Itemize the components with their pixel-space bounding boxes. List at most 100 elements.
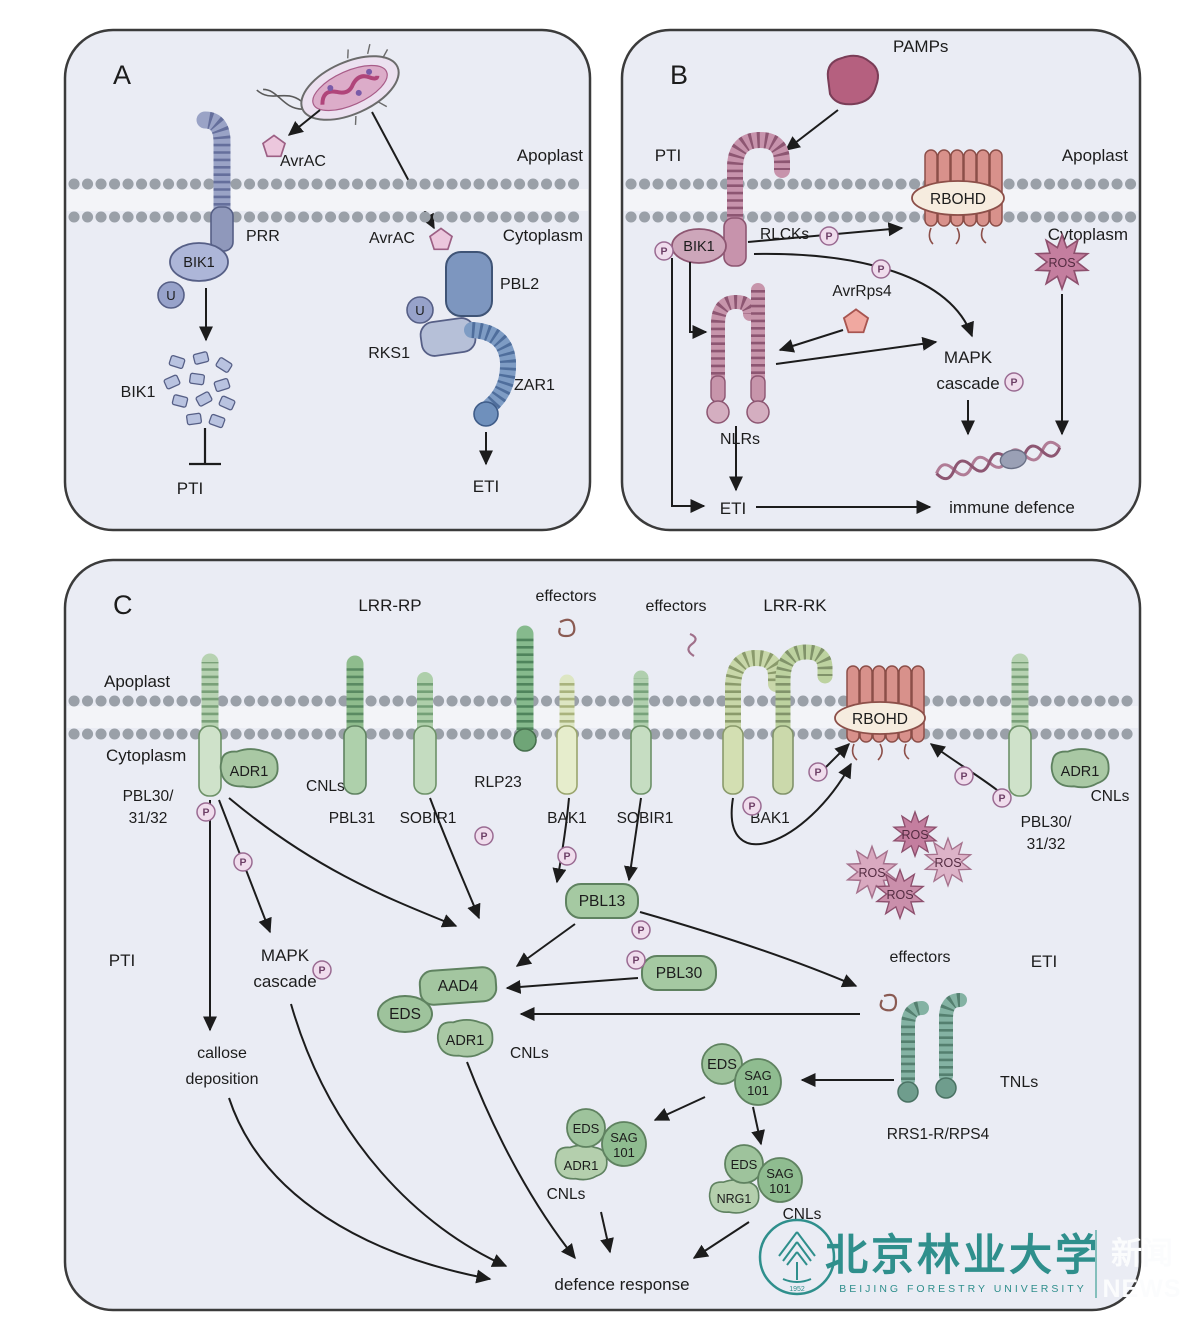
label-eti-c: ETI — [1031, 952, 1057, 971]
prr-receptor — [196, 111, 234, 252]
label-pbl13: PBL13 — [579, 893, 626, 910]
eds-sag101-adr1-complex: EDS SAG 101 ADR1 CNLs — [547, 1108, 647, 1203]
zar1-protein — [464, 322, 517, 427]
label-bik1: BIK1 — [183, 255, 214, 271]
rbohd-tails — [928, 227, 987, 245]
label-effectors-1: effectors — [535, 588, 596, 605]
phospho-label: P — [877, 264, 884, 276]
label-ubiquitin: U — [166, 288, 175, 303]
label-cnls-left: CNLs — [306, 778, 345, 795]
label-ros: ROS — [901, 828, 928, 842]
flagellum — [256, 89, 302, 102]
label-cytoplasm-b: Cytoplasm — [1048, 225, 1128, 244]
label-pbl2: PBL2 — [500, 276, 539, 293]
phospho-label: P — [563, 851, 570, 863]
ubiquitin-badge — [157, 281, 185, 309]
label-rlp23: RLP23 — [474, 774, 521, 791]
rbohd-tails — [851, 743, 910, 761]
label-ros: ROS — [886, 888, 913, 902]
label-rrs1-rps4: RRS1-R/RPS4 — [887, 1126, 990, 1143]
phospho-badge: P — [954, 766, 974, 786]
eds-sag101-complex-1: EDS SAG 101 — [701, 1043, 782, 1106]
effector-squiggle — [687, 632, 697, 657]
label-101: 101 — [747, 1083, 769, 1098]
label-adr1-left: ADR1 — [230, 764, 269, 780]
receptor-lrr-rk-1 — [722, 649, 784, 795]
label-immune-defence: immune defence — [949, 498, 1075, 517]
label-bak1-right: BAK1 — [750, 810, 790, 827]
label-eds: EDS — [707, 1057, 737, 1073]
membrane-b — [624, 178, 1138, 223]
arrow-sobir1-to-hub — [429, 797, 481, 920]
label-bik1-b: BIK1 — [683, 239, 714, 255]
label-cnls-hub: CNLs — [510, 1045, 549, 1062]
arrow-eds-to-adr1-cluster — [653, 1096, 706, 1121]
label-eti-a: ETI — [473, 477, 499, 496]
arrow-avrrps4-to-nlrs — [778, 329, 844, 353]
label-sag: SAG — [744, 1068, 771, 1083]
bacterium-illustration — [256, 43, 400, 125]
prr-receptor-b — [723, 131, 790, 267]
label-cnls-right: CNLs — [1091, 788, 1130, 805]
label-cytoplasm-c: Cytoplasm — [106, 746, 186, 765]
label-effectors-3: effectors — [889, 949, 950, 966]
label-nlrs: NLRs — [720, 431, 760, 448]
arrow-bik1-to-mapk — [753, 252, 974, 338]
phospho-label: P — [480, 831, 487, 843]
panel-c-letter: C — [113, 590, 133, 620]
label-pamps: PAMPs — [893, 37, 948, 56]
bacterium-dot — [355, 89, 362, 96]
receptor-pbl31 — [343, 655, 367, 795]
receptor-sobir1-left — [413, 672, 437, 795]
label-eti-b: ETI — [720, 499, 746, 518]
label-apoplast-c: Apoplast — [104, 672, 170, 691]
receptor-kinase-domain — [723, 217, 747, 267]
university-name-en: BEIJING FORESTRY UNIVERSITY — [839, 1283, 1086, 1295]
phospho-badge: P — [196, 802, 216, 822]
phospho-badge: P — [1004, 372, 1024, 392]
phospho-badge: P — [557, 846, 577, 866]
label-zar1: ZAR1 — [514, 377, 555, 394]
label-defence-response: defence response — [554, 1275, 689, 1294]
phospho-badge: P — [233, 852, 253, 872]
ubiquitin-badge — [406, 296, 434, 324]
bacterium-dot — [327, 85, 334, 92]
label-sobir1-left: SOBIR1 — [400, 810, 457, 827]
arrow-adr1-cluster-to-defence — [600, 1211, 614, 1254]
tree-icon — [778, 1231, 816, 1283]
label-rlcks: RLCKs — [760, 226, 809, 243]
rbohd-complex-c: RBOHD — [834, 665, 926, 761]
phospho-badge: P — [626, 950, 646, 970]
arrow-pbl30-to-aad4 — [505, 977, 639, 994]
label-sag: SAG — [610, 1130, 637, 1145]
arrow-pamps-to-receptor — [784, 109, 839, 151]
label-eds: EDS — [731, 1157, 758, 1172]
flagellum — [263, 88, 303, 110]
label-cnls: CNLs — [547, 1186, 586, 1203]
ros-cluster: ROS ROS ROS ROS — [846, 811, 972, 919]
label-pti-c: PTI — [109, 951, 135, 970]
label-ubiquitin: U — [415, 303, 424, 318]
dna-helix — [935, 440, 1062, 481]
label-cascade: cascade — [936, 374, 999, 393]
label-apoplast-a: Apoplast — [517, 146, 583, 165]
label-pti-b: PTI — [655, 146, 681, 165]
panel-c: C LRR-RP effectors effectors LRR-RK Apop… — [63, 558, 1142, 1312]
receptor-bak1-left — [556, 674, 578, 795]
label-pbl30-left-2: 31/32 — [129, 810, 168, 827]
label-avrac-right: AvrAC — [369, 230, 415, 247]
pbl30-protein — [641, 955, 717, 991]
arrow-pbl13-to-aad4 — [515, 923, 576, 967]
label-rbohd-b: RBOHD — [930, 191, 986, 208]
label-aad4: AAD4 — [438, 978, 479, 995]
membrane-core — [67, 189, 588, 211]
panel-b-letter: B — [670, 60, 688, 90]
receptor-sobir1-right — [630, 670, 652, 795]
label-cnls: CNLs — [783, 1206, 822, 1223]
bik1-fragments — [163, 351, 236, 429]
label-cytoplasm-a: Cytoplasm — [503, 226, 583, 245]
label-rbohd-c: RBOHD — [852, 711, 908, 728]
phospho-label: P — [202, 807, 209, 819]
pbl2-protein — [445, 251, 493, 317]
bacterium-dot — [366, 68, 373, 75]
